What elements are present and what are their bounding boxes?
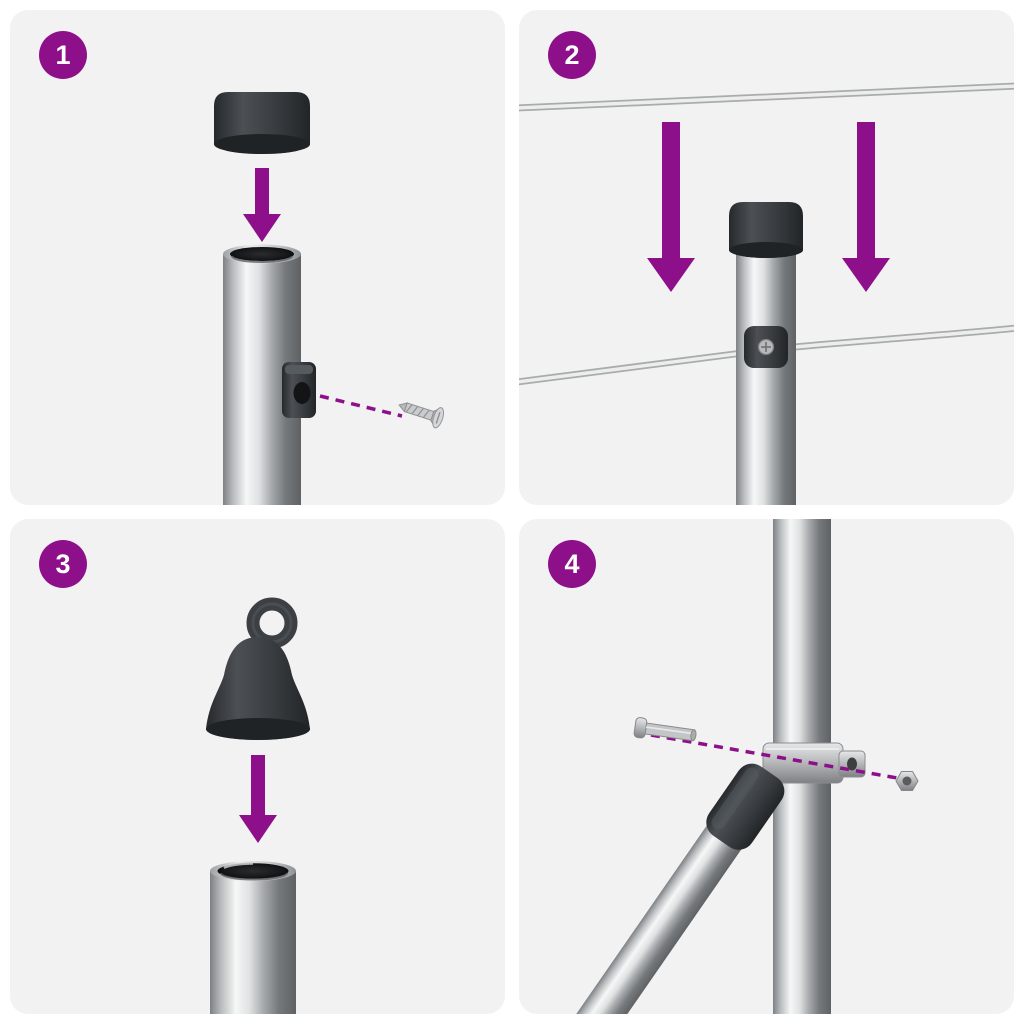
- down-arrow-icon: [239, 755, 277, 843]
- cable-bracket: [282, 362, 316, 418]
- diagonal-brace: [526, 763, 785, 1014]
- eyelet-cap: [206, 597, 310, 740]
- panel-3-illustration: [206, 597, 310, 1014]
- panel-4-illustration: [526, 519, 919, 1014]
- wire-clip: [744, 326, 788, 368]
- post-cap: [729, 202, 803, 258]
- down-arrow-icon: [243, 168, 281, 242]
- step-number: 4: [564, 548, 580, 579]
- step-number: 2: [564, 39, 580, 70]
- screw-icon: [398, 402, 445, 429]
- step-number: 3: [55, 548, 71, 579]
- capped-post: [729, 202, 803, 505]
- tension-wire-top: [519, 82, 1014, 112]
- panel-2-illustration: [519, 82, 1014, 505]
- down-arrow-left-icon: [647, 122, 695, 292]
- post-cap: [214, 92, 310, 154]
- metal-post-open-top: [210, 861, 296, 1014]
- step-number-badge: 3: [39, 540, 87, 588]
- dashed-guide-line: [319, 394, 403, 418]
- step-number: 1: [55, 39, 71, 70]
- step-number-badge: 4: [548, 540, 596, 588]
- step-panel-4: 4: [519, 519, 1014, 1014]
- step-panel-3: 3: [10, 519, 505, 1014]
- step-panel-2: 2: [519, 10, 1014, 505]
- down-arrow-right-icon: [842, 122, 890, 292]
- step-panel-1: 1: [10, 10, 505, 505]
- bolt-icon: [633, 717, 697, 742]
- step-number-badge: 1: [39, 31, 87, 79]
- step-number-badge: 2: [548, 31, 596, 79]
- nut-icon: [895, 771, 919, 791]
- brace-connector: [706, 763, 785, 850]
- dashed-guide-line: [650, 733, 904, 781]
- panel-1-illustration: [214, 92, 445, 505]
